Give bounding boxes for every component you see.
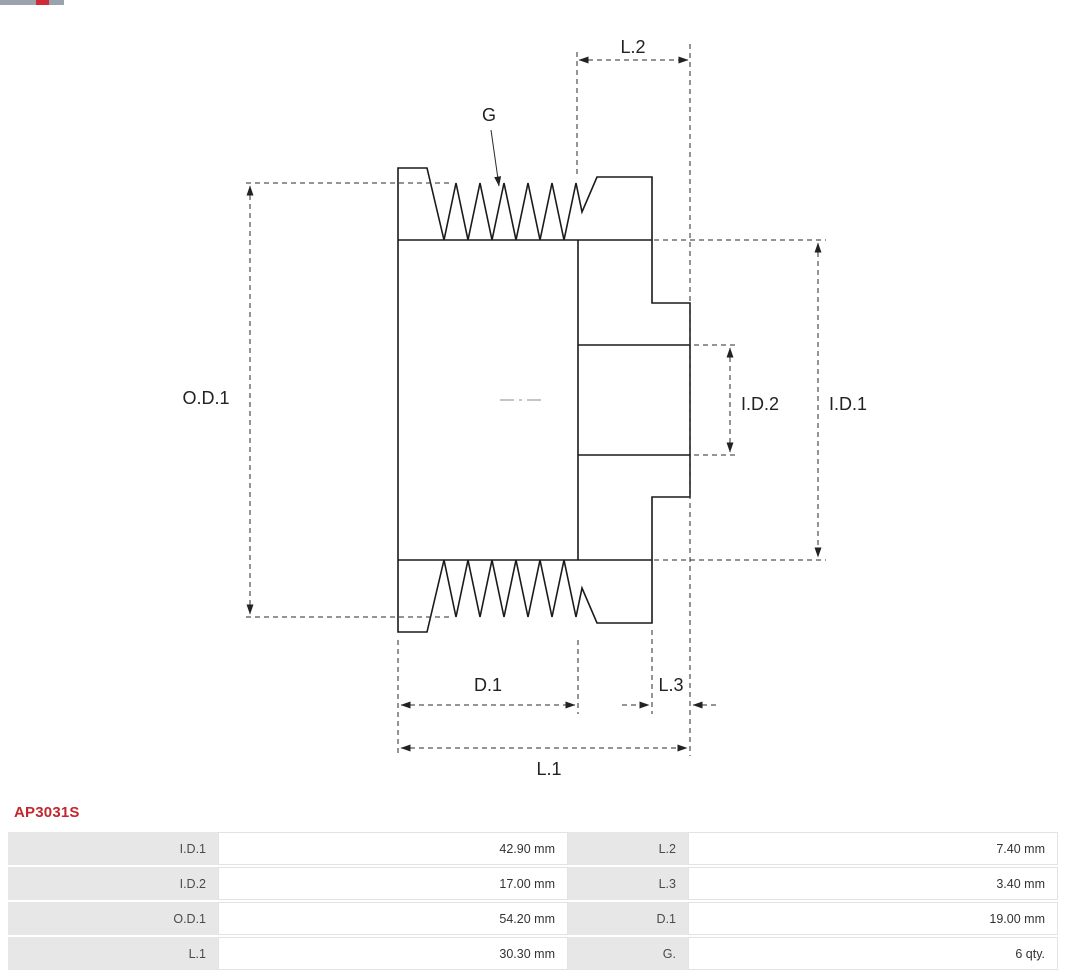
spec-value: 30.30 mm xyxy=(218,937,568,970)
groove-leader-line xyxy=(490,129,502,187)
spec-label: I.D.2 xyxy=(8,867,218,900)
spec-value: 42.90 mm xyxy=(218,832,568,865)
extension-lines xyxy=(246,44,826,756)
label-od1: O.D.1 xyxy=(182,388,229,408)
part-number: AP3031S xyxy=(14,804,80,821)
spec-label: D.1 xyxy=(568,902,688,935)
pulley-technical-drawing: L.2 G O.D.1 I.D.2 I.D.1 D.1 L.3 L.1 xyxy=(182,37,867,779)
spec-value: 17.00 mm xyxy=(218,867,568,900)
spec-label: L.3 xyxy=(568,867,688,900)
label-l2: L.2 xyxy=(620,37,645,57)
spec-table: I.D.1 42.90 mm L.2 7.40 mm I.D.2 17.00 m… xyxy=(8,830,1058,972)
label-g: G xyxy=(482,105,496,125)
spec-label: I.D.1 xyxy=(8,832,218,865)
spec-row: I.D.2 17.00 mm L.3 3.40 mm xyxy=(8,867,1058,900)
spec-row: I.D.1 42.90 mm L.2 7.40 mm xyxy=(8,832,1058,865)
spec-value: 7.40 mm xyxy=(688,832,1058,865)
spec-label: O.D.1 xyxy=(8,902,218,935)
spec-value: 19.00 mm xyxy=(688,902,1058,935)
label-l1: L.1 xyxy=(536,759,561,779)
label-id1: I.D.1 xyxy=(829,394,867,414)
spec-value: 54.20 mm xyxy=(218,902,568,935)
spec-label: G. xyxy=(568,937,688,970)
label-id2: I.D.2 xyxy=(741,394,779,414)
groove-root-lines xyxy=(398,239,652,561)
spec-value: 6 qty. xyxy=(688,937,1058,970)
spec-row: O.D.1 54.20 mm D.1 19.00 mm xyxy=(8,902,1058,935)
as-pl-logo-partial xyxy=(0,0,64,5)
spec-value: 3.40 mm xyxy=(688,867,1058,900)
logo-segment xyxy=(0,0,36,5)
spec-label: L.1 xyxy=(8,937,218,970)
spec-label: L.2 xyxy=(568,832,688,865)
logo-segment xyxy=(36,0,49,5)
dimension-lines xyxy=(246,56,822,752)
label-l3: L.3 xyxy=(658,675,683,695)
hub-bore-lines xyxy=(577,240,690,560)
dimension-labels: L.2 G O.D.1 I.D.2 I.D.1 D.1 L.3 L.1 xyxy=(182,37,867,779)
label-d1: D.1 xyxy=(474,675,502,695)
spec-row: L.1 30.30 mm G. 6 qty. xyxy=(8,937,1058,970)
logo-segment xyxy=(49,0,64,5)
